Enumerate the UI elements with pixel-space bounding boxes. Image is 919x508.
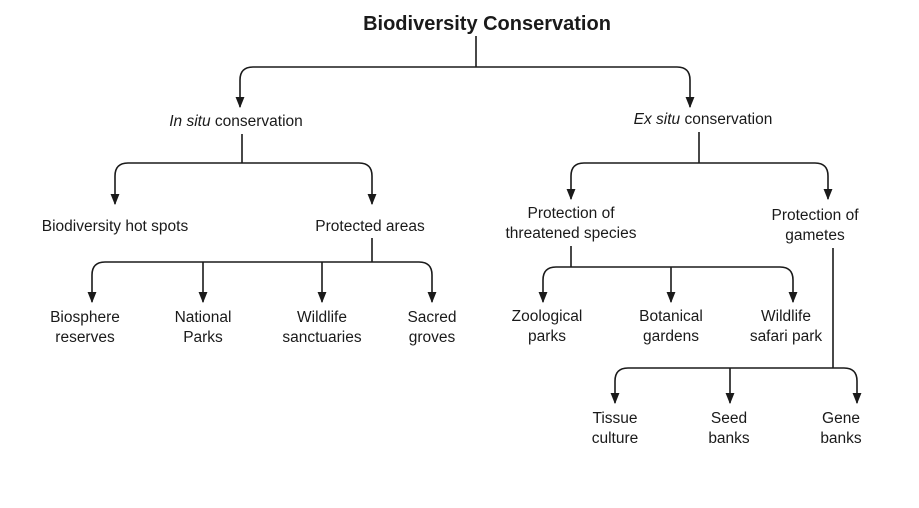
protected-areas-node: Protected areas (315, 218, 425, 235)
protected-areas-connectors (87, 238, 437, 304)
ex-situ-connectors (566, 132, 833, 201)
gametes-connectors (610, 248, 862, 405)
diagram-title: Biodiversity Conservation (363, 13, 611, 35)
ex-situ-label: Ex situ conservation (634, 111, 773, 128)
biodiversity-hotspots-node: Biodiversity hot spots (42, 218, 189, 235)
in-situ-connectors (110, 134, 377, 206)
threatened-species-connectors (538, 246, 798, 304)
in-situ-label: In situ conservation (169, 113, 303, 130)
root-connectors (235, 36, 695, 109)
